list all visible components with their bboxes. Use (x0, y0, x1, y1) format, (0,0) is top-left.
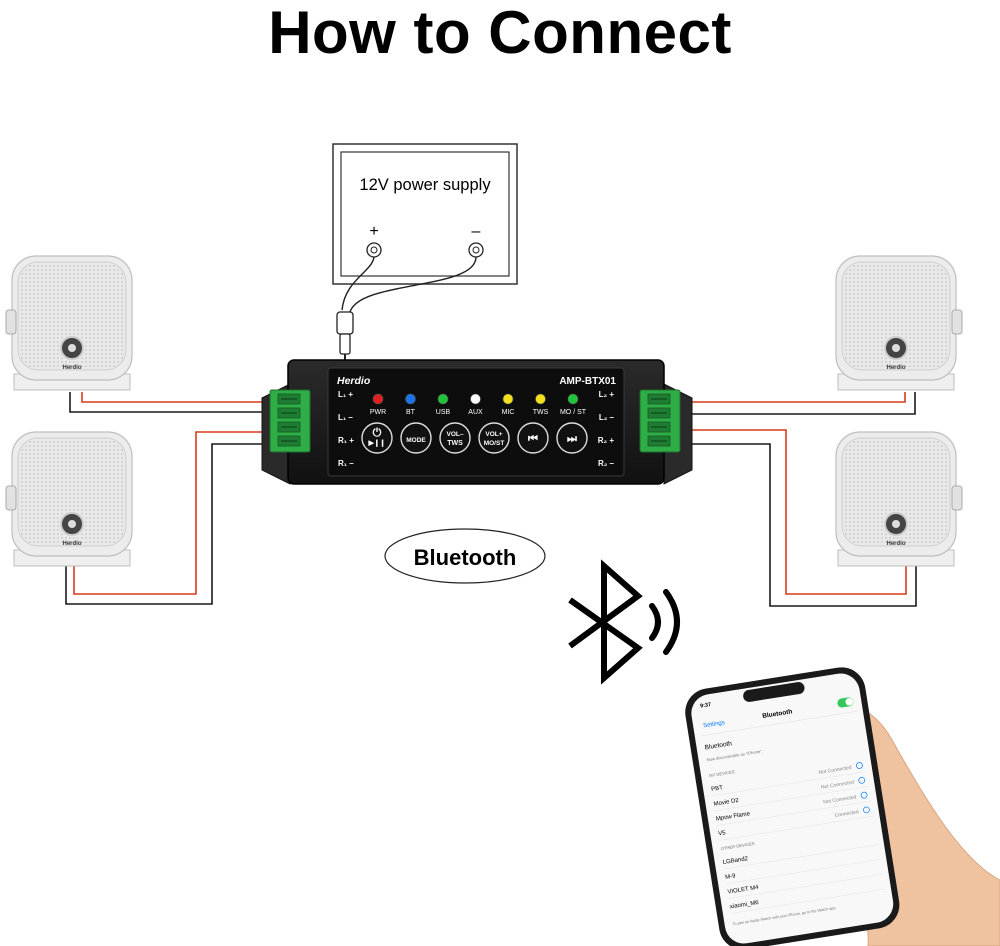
indicator-label: BT (406, 409, 416, 416)
amp-button-label: VOL– (447, 431, 464, 438)
speaker-icon: Herdio (5, 431, 133, 567)
bluetooth-label-text: Bluetooth (414, 545, 517, 570)
indicator-label: MO / ST (560, 409, 587, 416)
bluetooth-icon (568, 559, 643, 685)
indicator-led (470, 393, 481, 405)
right-terminal-label: L₂ – (599, 413, 615, 422)
amp-button[interactable]: MODE (400, 422, 432, 454)
left-terminal-label: R₁ + (338, 436, 354, 445)
phone-other-device[interactable]: xiaomi_M6 (730, 900, 760, 911)
minus-label: – (472, 223, 481, 240)
phone-back-link[interactable]: Settings (703, 720, 725, 729)
phone-other-header: OTHER DEVICES (720, 841, 755, 851)
dc-plug (336, 311, 354, 362)
amp-button-sublabel: MO/ST (484, 440, 505, 447)
right-terminal-label: R₂ + (598, 436, 615, 445)
right-terminal-label: R₂ – (598, 459, 615, 468)
speaker-wires (65, 392, 917, 607)
phone-device-name[interactable]: Mpow Flame (716, 811, 752, 822)
phone-other-device[interactable]: LGBand2 (723, 856, 750, 866)
signal-waves-icon (649, 589, 680, 655)
speaker-brand: Herdio (886, 365, 905, 371)
amp-button-label: ⏻ (373, 426, 382, 439)
left-terminal-label: L₁ – (338, 413, 353, 422)
info-icon[interactable] (863, 806, 870, 814)
info-icon[interactable] (856, 762, 863, 769)
speaker-icon: Herdio (835, 431, 963, 567)
indicator-led (372, 393, 384, 405)
indicator-led (405, 393, 416, 405)
phone-toggle-label: Bluetooth (704, 740, 733, 751)
indicator-led (567, 393, 579, 405)
indicator-label: MIC (502, 409, 515, 416)
phone-notch (743, 682, 805, 702)
indicator-led (437, 393, 449, 405)
page-title: How to Connect (268, 0, 732, 66)
speaker-brand: Herdio (886, 541, 905, 547)
indicator-label: USB (436, 409, 451, 416)
phone-device-status: Not Connected (823, 794, 857, 805)
phone-device-status: Not Connected (821, 780, 855, 791)
phone-device-name[interactable]: PBT (711, 785, 724, 793)
phone-my-devices-header: MY DEVICES (709, 769, 735, 778)
indicator-led (502, 393, 514, 405)
phone-device-name[interactable]: V5 (718, 830, 727, 837)
speaker-brand: Herdio (62, 365, 81, 371)
phone-screen-title: Bluetooth (762, 708, 793, 720)
plus-label: + (369, 223, 378, 240)
right-terminal-label: L₂ + (599, 390, 615, 399)
left-terminal-label: L₁ + (338, 390, 353, 399)
amp-button[interactable]: VOL+ MO/ST (478, 422, 510, 454)
indicator-label: PWR (370, 409, 386, 416)
phone-icon: 9:37 Settings Bluetooth Bluetooth Now di… (685, 667, 900, 946)
power-cable (341, 256, 477, 313)
left-terminal-label: R₁ – (338, 459, 354, 468)
amp-button[interactable]: ⏮ (517, 422, 549, 454)
speaker-brand: Herdio (62, 541, 81, 547)
amplifier: Herdio AMP-BTX01 L₁ + L₁ – R₁ + R₁ – L₂ + L₂ … (261, 359, 693, 485)
bluetooth-label: Bluetooth (384, 528, 546, 584)
indicator-label: TWS (533, 409, 549, 416)
amp-button-sublabel: ▶❙❙ (367, 439, 385, 447)
power-supply-label: 12V power supply (359, 176, 491, 194)
amp-button-label: MODE (406, 437, 426, 444)
amp-button[interactable]: ⏭ (556, 422, 588, 454)
amp-button-label: VOL+ (485, 431, 502, 438)
phone-device-name[interactable]: Movie D2 (713, 798, 740, 808)
amp-button[interactable]: VOL– TWS (439, 422, 471, 454)
amp-button[interactable]: ⏻▶❙❙ (361, 422, 393, 454)
amp-brand: Herdio (337, 375, 371, 387)
phone-device-status: Not Connected (818, 765, 852, 776)
indicator-led (535, 393, 546, 405)
phone-other-device[interactable]: M-9 (725, 873, 737, 881)
amp-button-sublabel: TWS (447, 440, 463, 447)
speaker-icon: Herdio (835, 255, 963, 391)
indicator-label: AUX (468, 409, 483, 416)
info-icon[interactable] (860, 791, 868, 799)
phone-device-status: Connected (834, 809, 859, 819)
phone-other-device[interactable]: VIOLET M4 (727, 885, 759, 896)
speaker-icon: Herdio (5, 255, 133, 391)
amp-model: AMP-BTX01 (559, 376, 616, 387)
amp-button-label: ⏮ (528, 433, 538, 445)
power-supply: 12V power supply + – (332, 143, 518, 285)
phone-time: 9:37 (700, 702, 712, 710)
amp-button-label: ⏭ (567, 433, 577, 445)
info-icon[interactable] (858, 776, 866, 784)
